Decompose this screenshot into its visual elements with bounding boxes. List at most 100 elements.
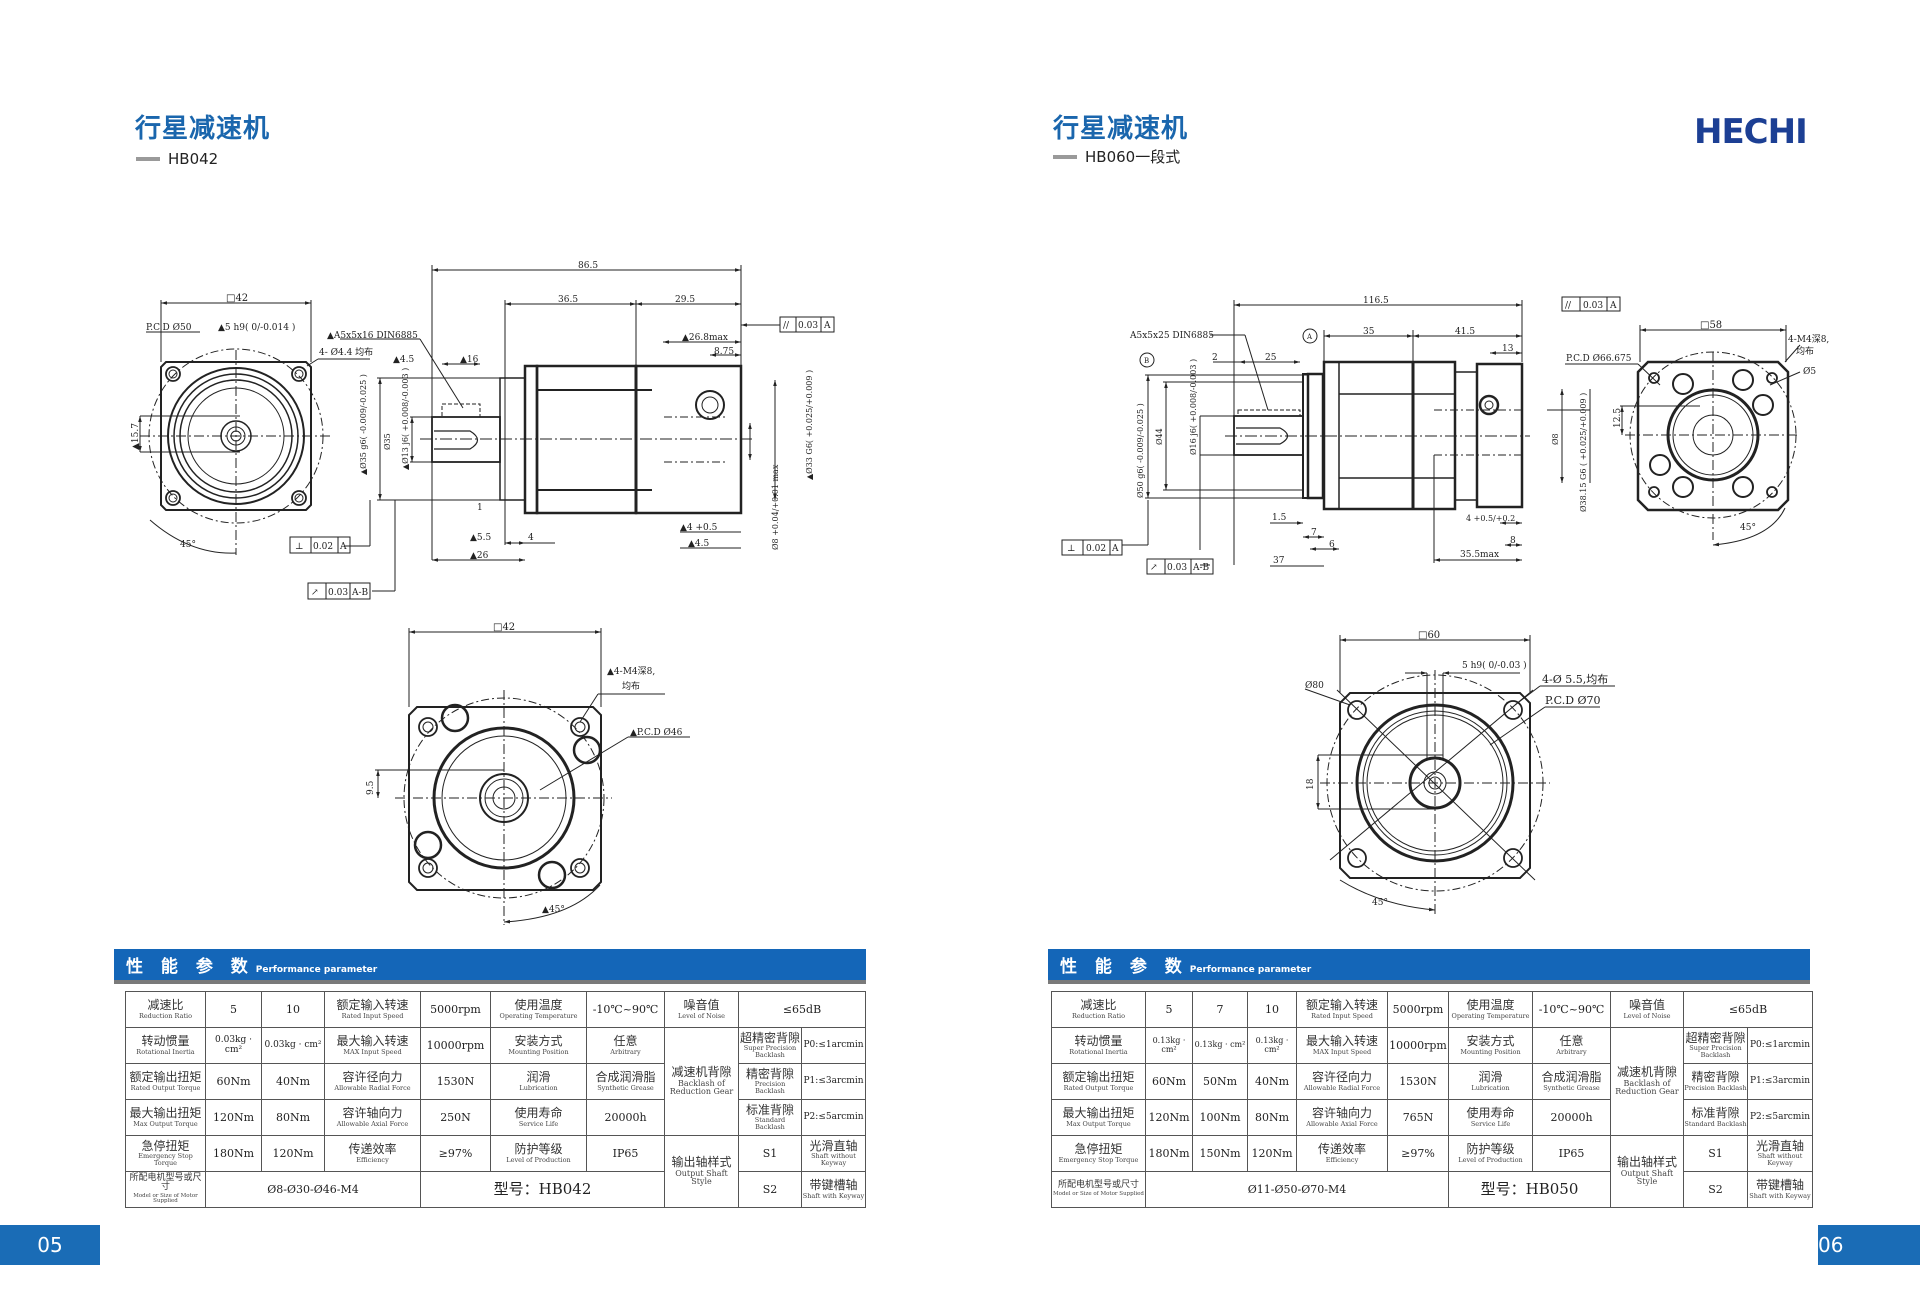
- perp-symbol: ⊥: [295, 542, 303, 552]
- label-zh: 润滑: [526, 1070, 551, 1085]
- label-en: Allowable Axial Force: [336, 1119, 409, 1128]
- section-title-en: Performance parameter: [255, 965, 378, 975]
- cell-value: 150Nm: [1192, 1135, 1248, 1172]
- cell-value: 40Nm: [1247, 1063, 1297, 1100]
- dim-label: ▲26: [470, 551, 489, 561]
- dim-label: 9.5: [366, 780, 376, 795]
- label-en: Rotational Inertia: [1069, 1047, 1128, 1056]
- left-model-subtitle: HB042: [136, 150, 218, 168]
- value-en: Shaft without Keyway: [1757, 1152, 1803, 1168]
- perp-ref: A: [339, 542, 347, 552]
- dim-label: 7: [1311, 528, 1317, 538]
- dim-label: 45°: [1740, 523, 1756, 533]
- cell-value: 5: [1145, 991, 1193, 1028]
- cell-value: 1530N: [1387, 1063, 1449, 1100]
- left-performance-header: 性 能 参 数 Performance parameter: [114, 949, 866, 984]
- cell-value: 60Nm: [205, 1063, 262, 1100]
- dim-label: 4-Ø 5.5,均布: [1542, 673, 1608, 686]
- label-en: Super Precision Backlash: [1689, 1044, 1742, 1060]
- label-zh: 最大输出扭矩: [1062, 1106, 1135, 1121]
- label-zh: 传递效率: [348, 1142, 397, 1157]
- label-en: Lubrication: [1471, 1083, 1510, 1092]
- label-zh: 超精密背隙: [739, 1030, 800, 1045]
- cell-value: P0:≤1arcmin: [1747, 1027, 1813, 1064]
- label-zh: 防护等级: [514, 1142, 563, 1157]
- dim-label: Ø44: [1155, 428, 1164, 445]
- cell-value: 80Nm: [261, 1099, 325, 1136]
- dim-label: 2: [1212, 353, 1218, 363]
- cell-value: 120Nm: [261, 1135, 325, 1172]
- label-zh: 润滑: [1478, 1070, 1503, 1085]
- label-zh: 额定输出扭矩: [129, 1070, 202, 1085]
- datum-label: B: [1144, 357, 1149, 365]
- dim-label: Ø35: [383, 433, 392, 450]
- label-en: Operating Temperature: [499, 1011, 578, 1020]
- dim-label: Ø16 j6( +0.008/-0.003 ): [1189, 359, 1198, 455]
- cell-value: 0.13kg · cm²: [1247, 1027, 1297, 1064]
- label-en: Rated Output Torque: [1063, 1083, 1134, 1092]
- value-en: Synthetic Grease: [597, 1083, 654, 1092]
- cell-value: P2:≤5arcmin: [801, 1099, 866, 1136]
- dim-label: A5x5x25 DIN6885: [1129, 331, 1214, 341]
- runout-frame: ↗ 0.03 A-B: [1146, 558, 1214, 575]
- cell-value: IP65: [586, 1135, 665, 1172]
- parallel-symbol: //: [783, 321, 790, 331]
- cell-value: P2:≤5arcmin: [1747, 1099, 1813, 1136]
- dim-label: Ø5: [1803, 366, 1816, 377]
- cell-value: 250N: [420, 1099, 491, 1136]
- parallelism-frame: // 0.03 A: [779, 316, 835, 333]
- runout-frame: ↗ 0.03 A-B: [307, 582, 371, 600]
- cell-value: -10℃~90℃: [1532, 991, 1611, 1028]
- label-en: Backlash of Reduction Gear: [669, 1078, 734, 1097]
- dim-label: □60: [1418, 630, 1440, 641]
- runout-value: 0.03: [328, 588, 348, 598]
- label-en: Level of Noise: [677, 1011, 726, 1020]
- parallelism-frame: // 0.03 A: [1561, 296, 1621, 312]
- right-performance-header: 性 能 参 数 Performance parameter: [1048, 949, 1810, 984]
- dim-label: ▲15.7: [131, 423, 141, 450]
- cell-value: 765N: [1387, 1099, 1449, 1136]
- label-zh: 噪音值: [1628, 998, 1665, 1013]
- dim-label: 45°: [1372, 898, 1388, 908]
- cell-value: S1: [738, 1135, 802, 1172]
- right-model-label: HB060一段式: [1085, 148, 1181, 166]
- label-en: MAX Input Speed: [343, 1047, 402, 1056]
- dim-label: 均布: [622, 680, 640, 692]
- label-en: Level of Production: [1458, 1155, 1523, 1164]
- runout-ref: A-B: [351, 588, 369, 598]
- label-en: Backlash of Reduction Gear: [1615, 1078, 1679, 1097]
- label-zh: 防护等级: [1466, 1142, 1515, 1157]
- cell-value: 10: [1247, 991, 1297, 1028]
- dim-label: 35: [1363, 327, 1375, 337]
- label-zh: 减速机背隙: [671, 1065, 732, 1080]
- label-en: Super Precision Backlash: [743, 1044, 797, 1060]
- label-zh: 额定输出扭矩: [1062, 1070, 1135, 1085]
- perpendicularity-frame: ⊥ 0.02 A: [289, 536, 351, 554]
- subtitle-bar: [136, 157, 160, 161]
- value-zh: 合成润滑脂: [595, 1070, 656, 1085]
- dim-label: ▲4.5: [393, 355, 415, 365]
- label-en: Emergency Stop Torque: [138, 1152, 193, 1168]
- label-en: Precision Backlash: [1684, 1083, 1747, 1092]
- label-en: Reduction Ratio: [1071, 1011, 1126, 1020]
- dim-label: 86.5: [578, 261, 598, 271]
- value-zh: 任意: [1559, 1034, 1584, 1049]
- dim-label: ▲A5x5x16 DIN6885: [327, 331, 418, 341]
- cell-value: 60Nm: [1145, 1063, 1193, 1100]
- parallel-ref: A: [823, 321, 831, 331]
- dim-label: 13: [1502, 344, 1514, 354]
- label-en: Efficiency: [1325, 1155, 1359, 1164]
- value-zh: 光滑直轴: [1755, 1138, 1804, 1153]
- left-model-label: HB042: [168, 150, 219, 168]
- label-zh: 标准背隙: [1691, 1106, 1740, 1121]
- hechi-logo: HECHI: [1694, 112, 1808, 152]
- value-en: Arbitrary: [1556, 1047, 1587, 1056]
- label-en: Rotational Inertia: [136, 1047, 195, 1056]
- label-en: Level of Production: [506, 1155, 571, 1164]
- page-number-left: 05: [0, 1225, 100, 1265]
- dim-label: Ø50 g6( -0.009/-0.025 ): [1136, 403, 1145, 498]
